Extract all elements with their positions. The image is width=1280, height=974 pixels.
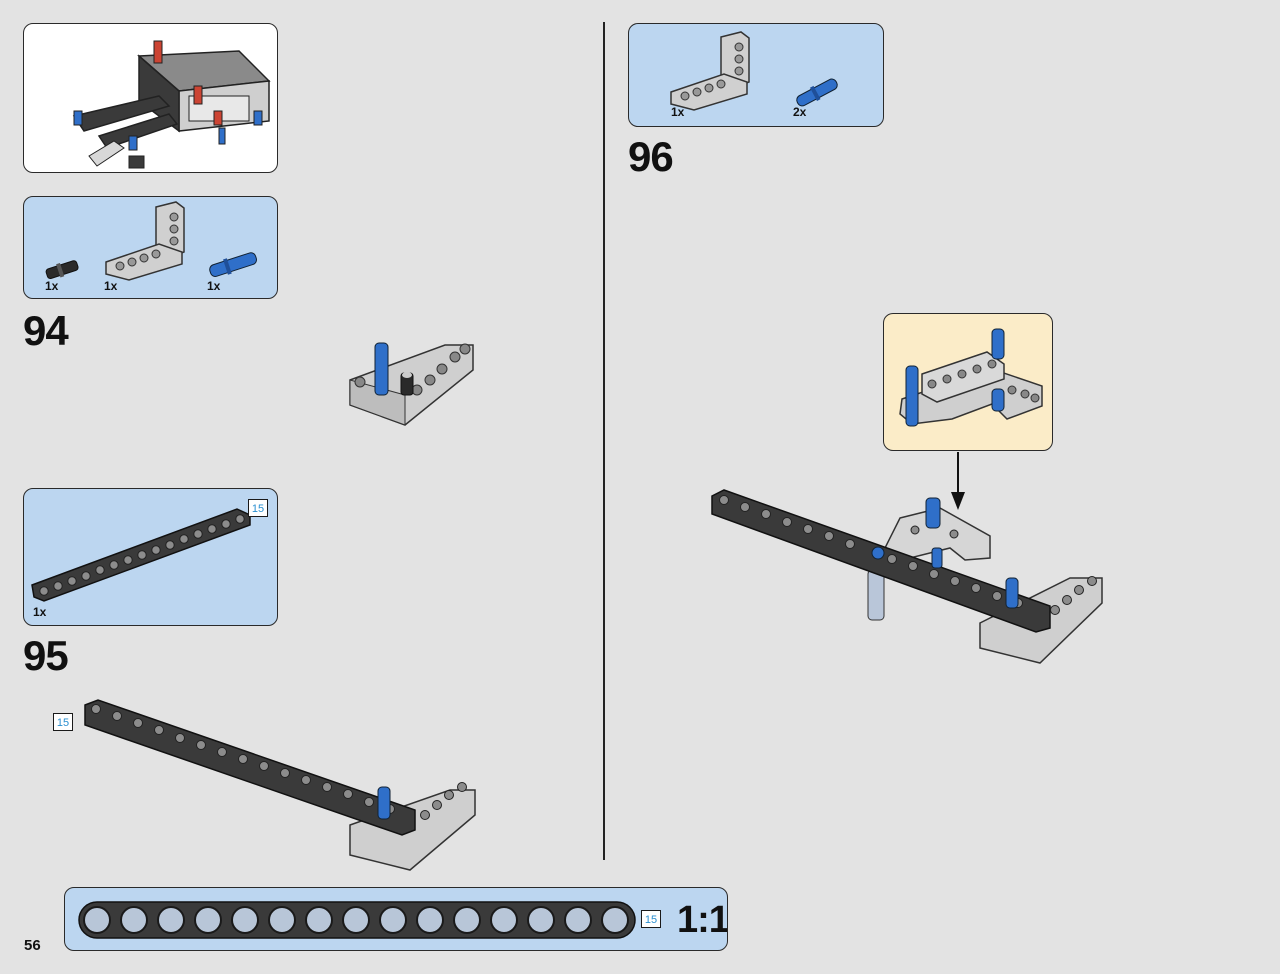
step-95-assembly-icon [84, 699, 476, 871]
step-95-parts-panel: 15 1x [23, 488, 278, 626]
subassembly-model-icon [72, 40, 271, 169]
ruler-beam-icon [78, 901, 636, 939]
step-94-parts-panel: 1x 1x 1x [23, 196, 278, 299]
part-qty: 1x [207, 279, 221, 293]
blue-axle-pin-icon [209, 252, 257, 277]
step-94-assembly-icon [349, 342, 474, 426]
step-number: 94 [23, 307, 69, 354]
step-96-assembly-icon [711, 489, 1103, 664]
scale-length-badge: 15 [641, 910, 661, 928]
scale-ruler-panel: 15 1:1 [64, 887, 728, 951]
scale-label: 1:1 [677, 899, 728, 941]
assembly-length-badge: 15 [53, 713, 73, 731]
black-axle-pin-icon [45, 260, 79, 280]
part-qty: 1x [104, 279, 118, 293]
column-divider [603, 22, 605, 860]
callout-l-bracket-icon [899, 328, 1043, 427]
gray-l-beam-icon [105, 201, 185, 281]
blue-pin-icon [796, 78, 838, 107]
black-beam-15-icon [31, 508, 251, 602]
gray-l-beam-icon [670, 31, 750, 111]
part-qty: 1x [45, 279, 59, 293]
step-96-parts-panel: 1x 2x [628, 23, 884, 127]
down-arrow-icon [951, 452, 965, 510]
subassembly-preview-panel [23, 23, 278, 173]
step-number: 96 [628, 133, 674, 180]
part-qty: 1x [671, 105, 685, 119]
length-badge: 15 [248, 499, 268, 517]
step-96-callout-panel [883, 313, 1053, 451]
part-qty: 2x [793, 105, 807, 119]
step-number: 95 [23, 632, 69, 679]
page-number: 56 [24, 937, 41, 954]
part-qty: 1x [33, 605, 47, 619]
